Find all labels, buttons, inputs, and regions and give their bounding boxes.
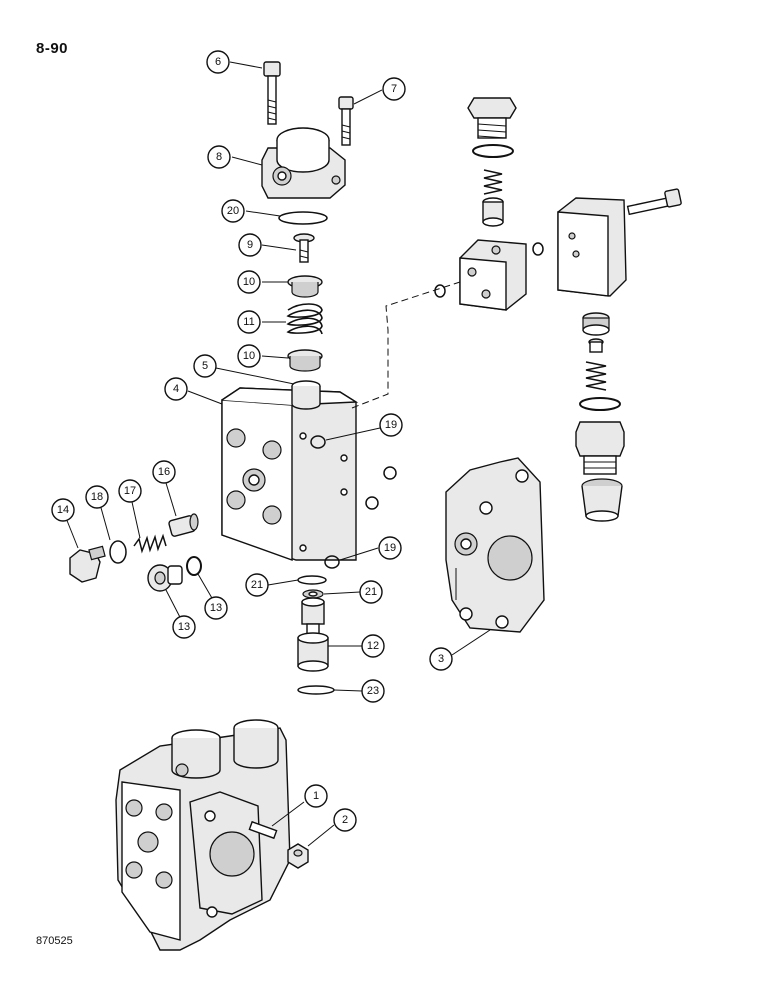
- callout-2: 2: [333, 808, 357, 832]
- o-ring-relief-right: [532, 242, 544, 256]
- ring-part-14: [186, 556, 202, 576]
- o-ring-part-19-lower: [324, 555, 340, 569]
- callout-11: 11: [237, 310, 261, 334]
- svg-text:20: 20: [227, 205, 239, 217]
- callout-8: 8: [207, 145, 231, 169]
- svg-text:4: 4: [173, 383, 179, 395]
- callout-10-upper: 10: [237, 270, 261, 294]
- spring-part-11: [286, 303, 323, 335]
- callout-4: 4: [164, 377, 188, 401]
- o-ring-part-18: [109, 540, 127, 564]
- assembled-valve-view: [115, 719, 291, 951]
- callout-6: 6: [206, 50, 230, 74]
- callout-17: 16: [152, 460, 176, 484]
- svg-text:10: 10: [243, 276, 255, 288]
- svg-text:11: 11: [243, 316, 254, 328]
- cap-housing-part-8: [261, 127, 346, 199]
- callout-23: 23: [361, 679, 385, 703]
- svg-text:6: 6: [215, 56, 221, 68]
- spool-part-12: [297, 597, 329, 672]
- callout-19-upper: 19: [379, 413, 403, 437]
- valve-body-part-4: [221, 380, 359, 561]
- svg-text:9: 9: [247, 239, 253, 251]
- relief-seat: [582, 312, 610, 336]
- plug-relief-top: [467, 97, 517, 139]
- callout-12: 12: [361, 634, 385, 658]
- spring-seat-part-10-upper: [287, 275, 323, 298]
- figure-id: 870525: [36, 935, 73, 947]
- o-ring-relief-top: [472, 144, 514, 158]
- relief-housing-block: [557, 197, 627, 297]
- svg-text:2: 2: [342, 814, 348, 826]
- relief-block: [459, 239, 527, 311]
- spring-seat-part-10-lower: [287, 349, 323, 372]
- callout-18: 18: [85, 485, 109, 509]
- callout-1: 1: [304, 784, 328, 808]
- svg-text:10: 10: [243, 350, 255, 362]
- callout-13: 13: [172, 615, 196, 639]
- poppet-relief: [482, 197, 504, 227]
- o-ring-part-23: [297, 685, 335, 695]
- callout-19-lower: 19: [378, 536, 402, 560]
- callout-16: 17: [118, 479, 142, 503]
- svg-text:13: 13: [210, 602, 222, 614]
- callout-21: 21: [245, 573, 269, 597]
- callout-15: 14: [51, 498, 75, 522]
- relief-pin: [588, 338, 604, 353]
- pin-part-9: [293, 233, 315, 263]
- callout-20: 20: [221, 199, 245, 223]
- callout-9: 9: [238, 233, 262, 257]
- o-ring-part-20: [278, 211, 328, 225]
- o-ring-part-19-right-b: [365, 496, 379, 510]
- relief-fitting: [575, 421, 625, 475]
- svg-text:14: 14: [57, 504, 69, 516]
- relief-cap: [581, 478, 623, 522]
- svg-text:16: 16: [158, 466, 170, 478]
- o-ring-relief-lower: [579, 397, 621, 411]
- svg-text:5: 5: [202, 360, 208, 372]
- o-ring-relief-left: [434, 284, 446, 298]
- svg-text:18: 18: [91, 491, 103, 503]
- svg-text:21: 21: [365, 586, 377, 598]
- plug-part-15: [69, 545, 106, 583]
- o-ring-part-19-right-a: [383, 466, 397, 480]
- bolt-part-7: [338, 96, 354, 146]
- callout-10-lower: 10: [237, 344, 261, 368]
- svg-text:19: 19: [385, 419, 397, 431]
- o-ring-part-21: [297, 575, 327, 585]
- bolt-part-6: [263, 61, 281, 125]
- svg-text:17: 17: [124, 485, 136, 497]
- o-ring-part-19-upper: [310, 435, 326, 449]
- svg-text:7: 7: [391, 83, 397, 95]
- callout-3: 3: [429, 647, 453, 671]
- svg-text:21: 21: [251, 579, 263, 591]
- svg-text:1: 1: [313, 790, 319, 802]
- alignment-dashed-line: [351, 281, 461, 409]
- callout-14: 13: [204, 596, 228, 620]
- piston-part-17: [168, 513, 199, 537]
- nut-part-2: [287, 843, 309, 869]
- spring-relief-lower: [585, 361, 607, 391]
- svg-text:23: 23: [367, 685, 379, 697]
- cover-part-3: [445, 457, 545, 633]
- washer-part-22: [302, 589, 324, 599]
- svg-text:12: 12: [367, 640, 379, 652]
- svg-text:3: 3: [438, 653, 444, 665]
- callout-22: 21: [359, 580, 383, 604]
- svg-text:19: 19: [384, 542, 396, 554]
- callout-7: 7: [382, 77, 406, 101]
- spring-relief-upper: [483, 169, 503, 195]
- bolt-relief: [626, 188, 682, 216]
- svg-text:13: 13: [178, 621, 190, 633]
- svg-text:8: 8: [216, 151, 222, 163]
- spring-part-16: [133, 533, 167, 554]
- callout-5: 5: [193, 354, 217, 378]
- plug-part-13: [147, 564, 183, 592]
- page-number: 8-90: [36, 40, 69, 57]
